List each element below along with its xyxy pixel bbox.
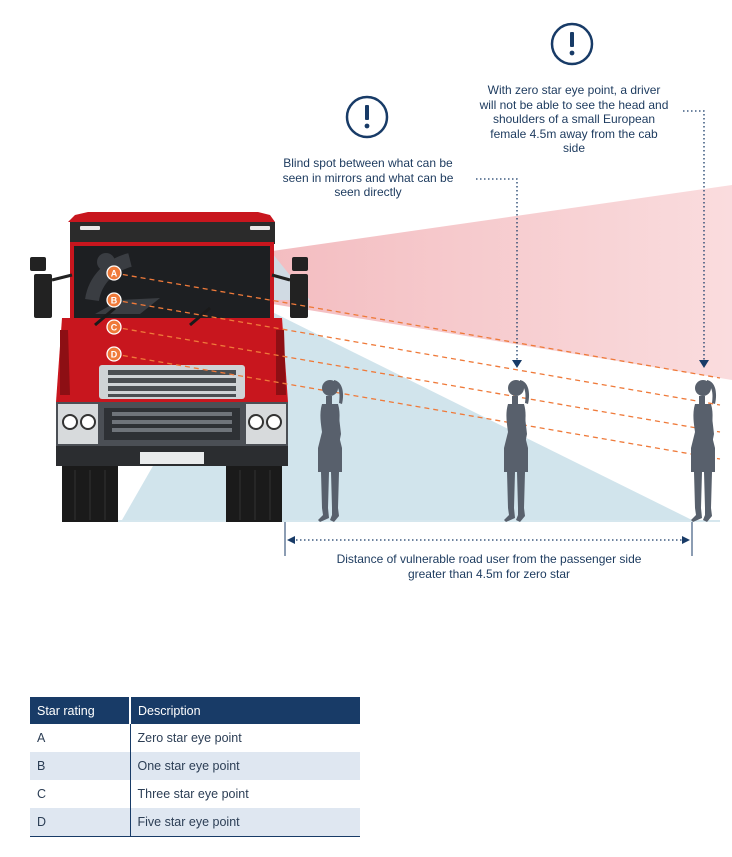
eye-point-marker (106, 265, 122, 281)
blind-spot-callout: Blind spot between what can be seen in m… (282, 156, 454, 199)
alert-icon (550, 22, 594, 66)
rating-cell: C (37, 787, 47, 801)
column-header-description: Description (129, 697, 360, 724)
eye-point-label: D (111, 350, 118, 360)
eye-point-diagram: A B C D (30, 22, 732, 556)
eye-point-sight-lines (113, 272, 721, 460)
rating-cell: D (30, 808, 130, 837)
description-cell: Five star eye point (129, 808, 360, 837)
eye-point-label: A (111, 269, 118, 279)
arrow-down-icon (699, 360, 709, 368)
pedestrian-figure (691, 380, 717, 522)
eye-point-marker (106, 292, 122, 308)
arrow-left-icon (287, 536, 295, 544)
column-header-star-rating: Star rating (30, 697, 130, 724)
zero-star-callout: With zero star eye point, a driver will … (479, 83, 669, 155)
eye-point-label: C (111, 323, 118, 333)
eye-point-marker (106, 346, 122, 362)
table-row: C Three star eye point (30, 780, 360, 808)
truck (30, 212, 308, 522)
arrow-right-icon (682, 536, 690, 544)
description-cell: One star eye point (129, 752, 360, 780)
eye-point-markers: A B C D (106, 265, 122, 362)
callout-leader (476, 178, 518, 362)
eye-point-label: B (111, 296, 118, 306)
table-header-row: Star rating Description (30, 697, 360, 724)
arrow-down-icon (512, 360, 522, 368)
eye-point-marker (106, 319, 122, 335)
table-row: B One star eye point (30, 752, 360, 780)
rating-cell: A (37, 731, 46, 745)
alert-icon (345, 95, 389, 139)
mirror-view-zone (105, 185, 732, 380)
distance-caption: Distance of vulnerable road user from th… (336, 552, 642, 581)
rating-cell: B (30, 752, 130, 780)
star-rating-table: Star rating Description A Zero star eye … (30, 697, 360, 837)
description-cell: Zero star eye point (129, 724, 360, 752)
distance-dimension (284, 522, 693, 556)
description-cell: Three star eye point (129, 780, 360, 808)
callout-leader (683, 110, 705, 362)
table-row: D Five star eye point (30, 808, 360, 837)
table-row: A Zero star eye point (30, 724, 360, 752)
